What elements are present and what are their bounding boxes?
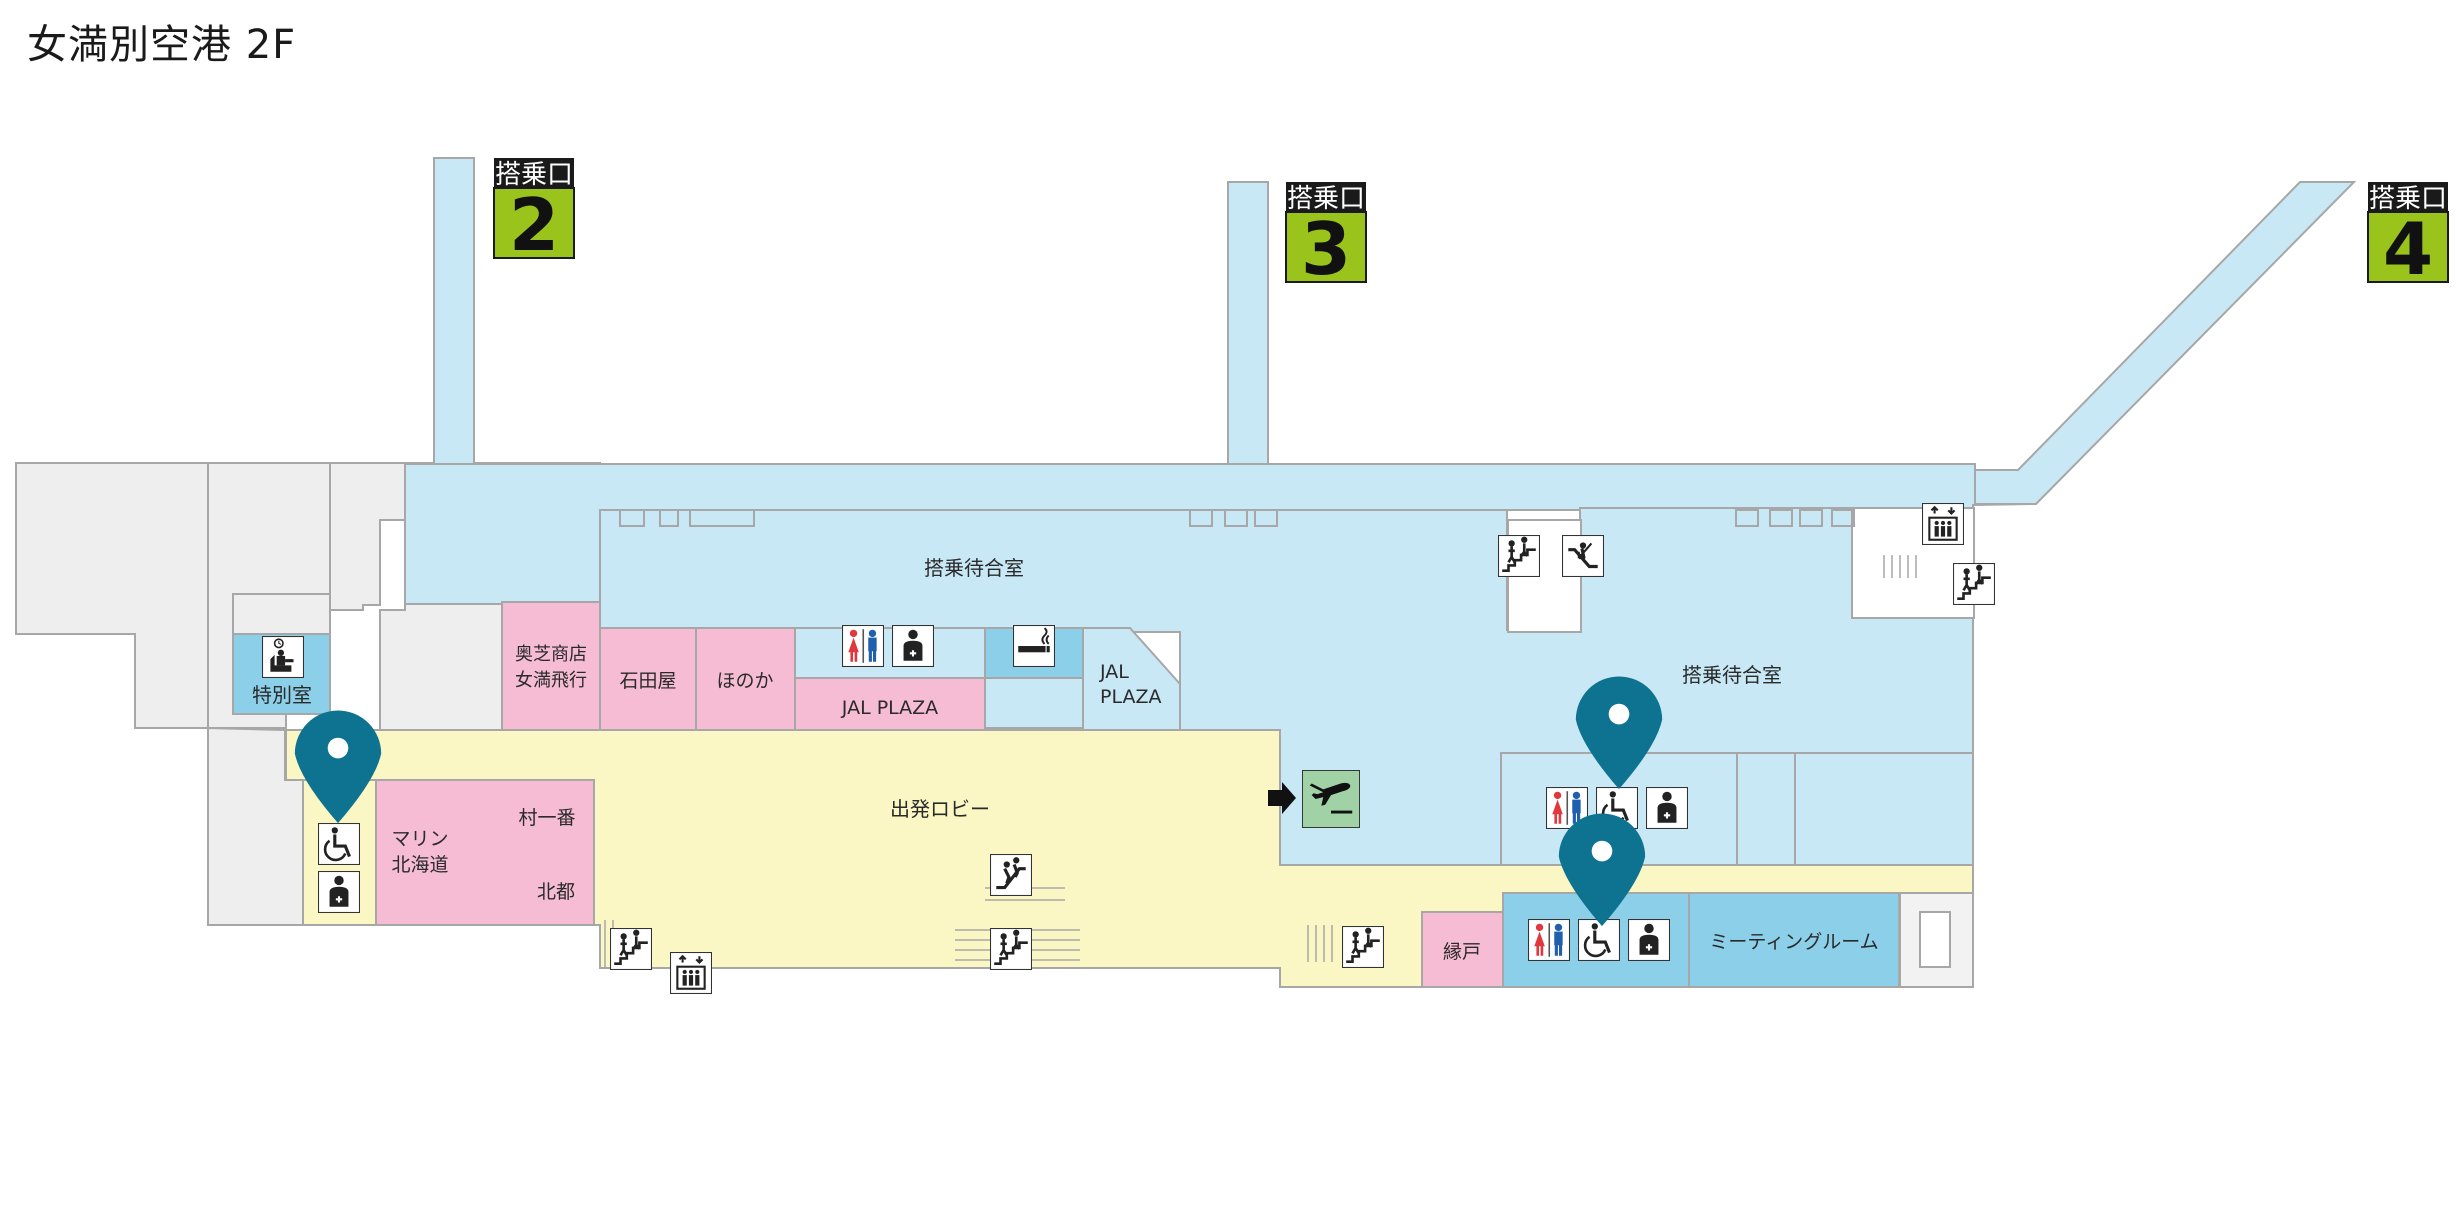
- gate-3-number: 3: [1301, 207, 1351, 291]
- elevator-icon[interactable]: [1922, 503, 1964, 545]
- shops: [375, 601, 1504, 988]
- nursing-room-icon: [892, 625, 934, 667]
- shop-ishidaya-label: 石田屋: [619, 670, 676, 692]
- gate-3-label: 搭乗口: [1287, 184, 1365, 214]
- shop-muraichiban-label: 村一番: [518, 807, 575, 829]
- stairs-icon[interactable]: [1342, 926, 1384, 968]
- escalator-icon[interactable]: [1562, 535, 1604, 577]
- stairs-icon[interactable]: [1498, 535, 1540, 577]
- boarding-lounge-label-2: 搭乗待合室: [1682, 663, 1782, 687]
- gate-2[interactable]: 搭乗口 2: [493, 158, 575, 267]
- smoking-icon[interactable]: [1013, 625, 1055, 667]
- restroom-block-bottom[interactable]: [1528, 919, 1670, 961]
- stairs-icon[interactable]: [990, 928, 1032, 970]
- shop-marine-line2: 北海道: [391, 854, 448, 876]
- gate-4-label: 搭乗口: [2369, 184, 2447, 214]
- shop-honoka-label: ほのか: [716, 670, 773, 692]
- shop-hokuto-label: 北都: [537, 881, 575, 903]
- nursing-room-icon: [1628, 919, 1670, 961]
- jal-plaza-label-2a: JAL: [1099, 661, 1129, 683]
- departure-gate-icon: [1302, 770, 1360, 828]
- meeting-room-label: ミーティングルーム: [1709, 931, 1878, 953]
- stairs-icon[interactable]: [1953, 563, 1995, 605]
- wheelchair-icon: [1578, 919, 1620, 961]
- gate-3[interactable]: 搭乗口 3: [1285, 182, 1367, 291]
- restroom-icon: [1528, 919, 1570, 961]
- wheelchair-icon: [318, 823, 360, 865]
- nursing-room-icon: [1646, 787, 1688, 829]
- escalator-icon[interactable]: [990, 854, 1032, 896]
- nursing-room-icon: [318, 871, 360, 913]
- shop-marine-line1: マリン: [391, 828, 448, 850]
- lounge-icon: [262, 636, 304, 678]
- special-room-label: 特別室: [252, 683, 312, 707]
- shop-okushiba-line1: 奥芝商店: [515, 644, 587, 665]
- shop-okushiba-line2: 女満飛行: [515, 670, 587, 691]
- stairs-icon[interactable]: [610, 928, 652, 970]
- elevator-icon[interactable]: [670, 952, 712, 994]
- restroom-icon: [842, 625, 884, 667]
- jal-plaza-label-2b: PLAZA: [1100, 686, 1162, 708]
- gate-2-label: 搭乗口: [495, 160, 573, 190]
- shop-enishido-label: 縁戸: [1443, 941, 1481, 963]
- departure-gate-sign: [1268, 770, 1360, 828]
- gate-2-number: 2: [509, 183, 559, 267]
- gate-4-number: 4: [2383, 207, 2433, 291]
- jal-plaza-label-1: JAL PLAZA: [841, 697, 938, 719]
- gate-nubs: [619, 509, 1855, 527]
- departure-lobby-label: 出発ロビー: [890, 797, 990, 821]
- arrow-right-icon: [1268, 782, 1296, 814]
- gate-4[interactable]: 搭乗口 4: [2367, 182, 2449, 291]
- special-room-lounge: [262, 636, 304, 678]
- map-title: 女満別空港 2F: [27, 22, 297, 68]
- boarding-lounge-label-1: 搭乗待合室: [924, 556, 1024, 580]
